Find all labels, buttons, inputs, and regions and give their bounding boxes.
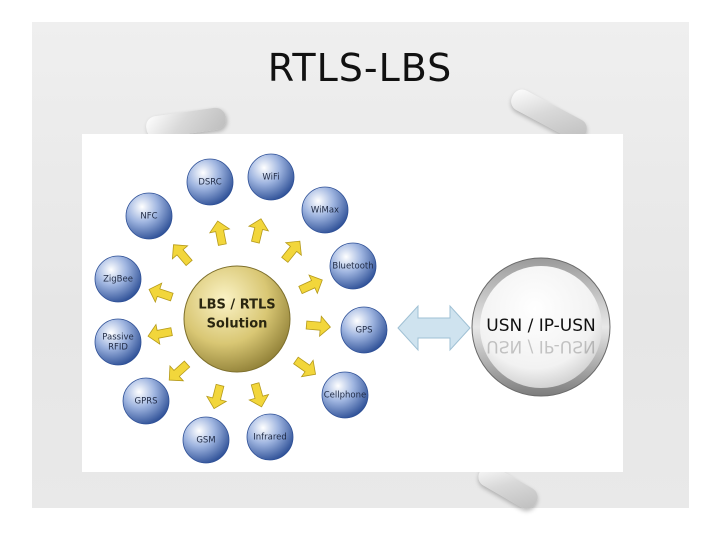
tech-node-circle — [340, 306, 388, 354]
tech-node-circle — [247, 153, 295, 201]
arrow-shape — [168, 360, 191, 382]
arrow-shape — [281, 240, 302, 263]
arrow-shape — [147, 323, 173, 345]
tech-node-label: DSRC — [198, 178, 221, 188]
tech-node-label: Passive — [102, 333, 133, 343]
target-label-reflection: USN / IP-USN — [486, 336, 595, 356]
tech-node-gps: GPS — [340, 306, 388, 354]
link-arrow-shape — [397, 304, 471, 352]
tech-node-cellphone: Cellphone — [321, 371, 369, 419]
tech-node-circle — [329, 242, 377, 290]
arrows-layer — [147, 218, 331, 410]
tech-node-circle — [186, 158, 234, 206]
tech-node-zigbee: ZigBee — [94, 255, 142, 303]
tech-node-circle — [122, 377, 170, 425]
hub-circle — [183, 265, 291, 373]
arrow-to-wimax — [281, 240, 302, 263]
tech-node-circle — [246, 413, 294, 461]
arrow-to-gps — [305, 315, 331, 338]
tech-node-circle — [94, 318, 142, 366]
tech-node-label: WiFi — [262, 173, 279, 183]
hub-label-line1: LBS / RTLS — [198, 298, 275, 313]
tech-node-wimax: WiMax — [301, 186, 349, 234]
arrow-to-dsrc — [208, 220, 231, 246]
tech-node-label: WiMax — [311, 206, 339, 216]
arrow-shape — [305, 315, 331, 338]
arrow-to-gprs — [168, 360, 191, 382]
arrow-to-bluetooth — [298, 274, 323, 295]
tech-node-label: RFID — [108, 343, 128, 353]
tech-node-wifi: WiFi — [247, 153, 295, 201]
tech-node-label: NFC — [140, 212, 157, 222]
tech-node-circle — [182, 416, 230, 464]
tech-node-label: GPRS — [134, 397, 157, 407]
arrow-to-cellphone — [293, 356, 316, 378]
arrow-shape — [293, 356, 316, 378]
tech-node-label: Bluetooth — [332, 262, 373, 272]
tech-node-gprs: GPRS — [122, 377, 170, 425]
tech-node-bluetooth: Bluetooth — [329, 242, 377, 290]
tech-node-label: GSM — [196, 436, 215, 446]
arrow-to-wifi — [247, 218, 270, 244]
tech-node-infrared: Infrared — [246, 413, 294, 461]
arrow-to-gsm — [206, 383, 228, 410]
tech-node-circle — [301, 186, 349, 234]
arrow-shape — [148, 282, 174, 304]
tech-node-dsrc: DSRC — [186, 158, 234, 206]
arrow-to-passive — [147, 323, 173, 345]
arrow-shape — [247, 218, 270, 244]
arrow-shape — [248, 382, 270, 408]
target-face — [480, 266, 602, 388]
arrow-shape — [171, 244, 193, 267]
tech-node-gsm: GSM — [182, 416, 230, 464]
link-arrow — [397, 304, 471, 352]
arrow-shape — [298, 274, 323, 295]
arrow-to-nfc — [171, 244, 193, 267]
tech-node-label: ZigBee — [103, 275, 133, 285]
arrow-shape — [208, 220, 231, 246]
tech-node-label: Cellphone — [324, 391, 367, 401]
slide-title: RTLS-LBS — [267, 46, 453, 90]
tech-node-circle — [321, 371, 369, 419]
tech-node-circle — [125, 192, 173, 240]
arrow-to-infrared — [248, 382, 270, 408]
target-node: USN / IP-USN USN / IP-USN — [471, 257, 611, 397]
hub-label-line2: Solution — [207, 317, 268, 332]
tech-node-label: GPS — [355, 326, 372, 336]
hub-node: LBS / RTLS Solution — [183, 265, 291, 373]
tech-node-nfc: NFC — [125, 192, 173, 240]
tech-node-circle — [94, 255, 142, 303]
arrow-shape — [206, 383, 228, 410]
target-label: USN / IP-USN — [486, 316, 595, 336]
tech-node-label: Infrared — [253, 433, 287, 443]
arrow-to-zigbee — [148, 282, 174, 304]
